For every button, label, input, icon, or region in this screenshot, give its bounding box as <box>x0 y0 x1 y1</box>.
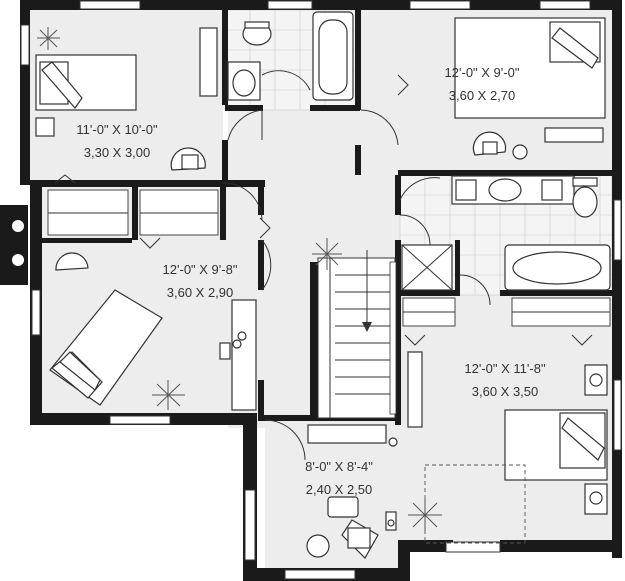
family-room-furniture <box>306 424 398 559</box>
bedroom-se-plant <box>408 498 442 532</box>
bedroom-nw-plant <box>37 27 60 50</box>
closets <box>47 189 611 327</box>
room-dim-metric: 3,30 X 3,00 <box>84 145 151 160</box>
bedroom-w-furniture <box>49 252 257 411</box>
windows <box>20 0 622 580</box>
room-dim-metric: 2,40 X 2,50 <box>306 482 373 497</box>
room-label-bedroom-se: 12'-0" X 11'-8" 3,60 X 3,50 <box>464 361 546 399</box>
room-dim-imperial: 11'-0" X 10'-0" <box>76 122 158 137</box>
room-dim-imperial: 12'-0" X 9'-8" <box>163 262 238 277</box>
upper-bath-fixtures <box>227 11 354 101</box>
room-dim-imperial: 12'-0" X 11'-8" <box>464 361 546 376</box>
room-dim-metric: 3,60 X 2,70 <box>449 88 516 103</box>
room-label-family: 8'-0" X 8'-4" 2,40 X 2,50 <box>305 459 373 497</box>
chimney-vents <box>12 220 24 266</box>
bedroom-se-furniture <box>407 351 608 544</box>
room-dim-metric: 3,60 X 3,50 <box>472 384 539 399</box>
bedroom-w-plant <box>152 380 185 410</box>
doors <box>54 70 593 461</box>
room-dim-imperial: 12'-0" X 9'-0" <box>445 65 520 80</box>
room-label-bedroom-ne: 12'-0" X 9'-0" 3,60 X 2,70 <box>445 65 520 103</box>
room-label-bedroom-nw: 11'-0" X 10'-0" 3,30 X 3,00 <box>76 122 158 160</box>
room-dim-metric: 3,60 X 2,90 <box>167 285 234 300</box>
room-dim-imperial: 8'-0" X 8'-4" <box>305 459 373 474</box>
bedroom-nw-furniture <box>35 27 218 171</box>
lower-bath-fixtures <box>401 175 611 291</box>
interior-walls <box>30 10 612 425</box>
hall-plant <box>312 238 342 270</box>
staircase <box>317 250 397 419</box>
bedroom-ne-furniture <box>454 17 606 160</box>
room-label-bedroom-w: 12'-0" X 9'-8" 3,60 X 2,90 <box>163 262 238 300</box>
